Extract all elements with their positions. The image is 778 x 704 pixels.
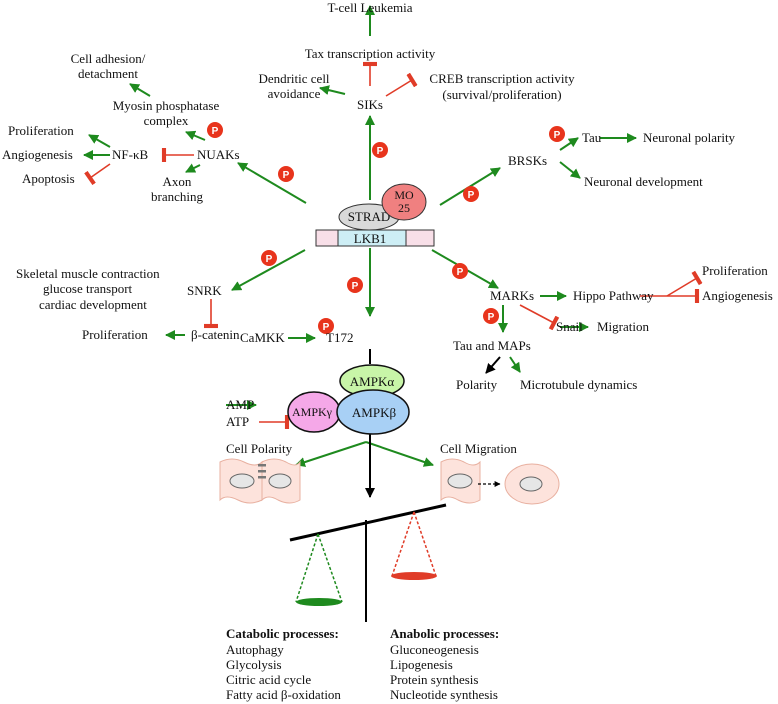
- phospho-marker: P: [278, 166, 294, 182]
- creb-activity-line2: (survival/proliferation): [442, 87, 561, 102]
- dendritic-cell: Dendritic cell: [258, 71, 329, 86]
- ampk-complex: AMPKα AMPKγ AMPKβ: [287, 364, 410, 435]
- lkb1-left-cap: [315, 229, 339, 247]
- tau-brsk: Tau: [582, 130, 602, 145]
- svg-text:P: P: [266, 254, 273, 265]
- nfkb-node: NF-κB: [112, 147, 148, 162]
- catabolic-item: Citric acid cycle: [226, 672, 311, 687]
- beta-catenin: β-catenin: [191, 327, 240, 342]
- catabolic-pan: [296, 598, 342, 606]
- atp-label: ATP: [226, 414, 249, 429]
- angiogenesis-hippo: Angiogenesis: [702, 288, 773, 303]
- ampk-beta-label: AMPKβ: [352, 405, 397, 420]
- anabolic-item: Gluconeogenesis: [390, 642, 479, 657]
- svg-text:P: P: [323, 322, 330, 333]
- dendritic-cell-line2: avoidance: [268, 86, 321, 101]
- t-cell-leukemia: T-cell Leukemia: [327, 0, 412, 15]
- phospho-marker: P: [549, 126, 565, 142]
- creb-activity: CREB transcription activity: [429, 71, 575, 86]
- microtubule-dynamics: Microtubule dynamics: [520, 377, 637, 392]
- nuaks-node: NUAKs: [197, 147, 240, 162]
- skeletal-muscle: Skeletal muscle contraction: [16, 266, 160, 281]
- anabolic-item: Protein synthesis: [390, 672, 478, 687]
- tau-and-maps: Tau and MAPs: [453, 338, 531, 353]
- ampk-gamma-label: AMPKγ: [292, 405, 333, 419]
- neuronal-development: Neuronal development: [584, 174, 703, 189]
- cell-polarity-label: Cell Polarity: [226, 441, 293, 456]
- mo25-label-line2: 25: [398, 201, 410, 215]
- svg-text:P: P: [488, 312, 495, 323]
- balance-scale: [289, 503, 447, 606]
- axon-branching-line2: branching: [151, 189, 203, 204]
- snail-node: Snail: [556, 319, 583, 334]
- t172-site: T172: [326, 330, 353, 345]
- catabolic-list: Catabolic processes: Autophagy Glycolysi…: [226, 626, 341, 702]
- phospho-marker: P: [463, 186, 479, 202]
- cell-migration-cells: [440, 458, 560, 505]
- apoptosis: Apoptosis: [22, 171, 75, 186]
- svg-text:P: P: [457, 267, 464, 278]
- cell-polarity-cells: [219, 458, 301, 504]
- proliferation-nfkb: Proliferation: [8, 123, 74, 138]
- marks-node: MARKs: [490, 288, 534, 303]
- anabolic-list: Anabolic processes: Gluconeogenesis Lipo…: [390, 626, 499, 702]
- cell-migration-label: Cell Migration: [440, 441, 517, 456]
- neuronal-polarity: Neuronal polarity: [643, 130, 736, 145]
- hippo-pathway: Hippo Pathway: [573, 288, 654, 303]
- angiogenesis-nfkb: Angiogenesis: [2, 147, 73, 162]
- phospho-markers: P P P P P P P P P P: [207, 122, 565, 334]
- svg-text:P: P: [352, 281, 359, 292]
- ampk-alpha-label: AMPKα: [350, 374, 395, 389]
- phospho-marker: P: [207, 122, 223, 138]
- svg-text:P: P: [377, 146, 384, 157]
- cell-adhesion-line2: detachment: [78, 66, 138, 81]
- phospho-marker: P: [347, 277, 363, 293]
- myosin-phosphatase: Myosin phosphatase: [113, 98, 220, 113]
- anabolic-title: Anabolic processes:: [390, 626, 499, 641]
- polarity: Polarity: [456, 377, 498, 392]
- svg-text:P: P: [283, 170, 290, 181]
- lkb1-right-cap: [405, 229, 435, 247]
- brsks-node: BRSKs: [508, 153, 547, 168]
- myosin-phosphatase-line2: complex: [144, 113, 189, 128]
- anabolic-item: Nucleotide synthesis: [390, 687, 498, 702]
- lkb1-label: LKB1: [354, 231, 387, 246]
- catabolic-item: Fatty acid β-oxidation: [226, 687, 341, 702]
- axon-branching: Axon: [163, 174, 192, 189]
- cardiac-development: cardiac development: [39, 297, 147, 312]
- phospho-marker: P: [372, 142, 388, 158]
- lkb1-complex: LKB1 STRAD MO 25: [315, 183, 435, 247]
- strad-label: STRAD: [348, 209, 391, 224]
- anabolic-item: Lipogenesis: [390, 657, 453, 672]
- phospho-marker: P: [452, 263, 468, 279]
- siks-node: SIKs: [357, 97, 383, 112]
- snrk-node: SNRK: [187, 283, 222, 298]
- tax-activity: Tax transcription activity: [305, 46, 436, 61]
- catabolic-item: Autophagy: [226, 642, 284, 657]
- catabolic-item: Glycolysis: [226, 657, 282, 672]
- migration: Migration: [597, 319, 649, 334]
- mo25-label: MO: [394, 188, 414, 202]
- svg-text:P: P: [212, 126, 219, 137]
- inhibition-arrows: [84, 61, 703, 430]
- phospho-marker: P: [261, 250, 277, 266]
- camkk-node: CaMKK: [240, 330, 285, 345]
- phospho-marker: P: [318, 318, 334, 334]
- proliferation-snrk: Proliferation: [82, 327, 148, 342]
- catabolic-title: Catabolic processes:: [226, 626, 339, 641]
- glucose-transport: glucose transport: [43, 281, 133, 296]
- node-labels: T-cell Leukemia Tax transcription activi…: [2, 0, 773, 456]
- svg-text:P: P: [468, 190, 475, 201]
- mo25-protein: [381, 183, 427, 221]
- cell-adhesion: Cell adhesion/: [71, 51, 146, 66]
- ampk-beta: [336, 389, 410, 435]
- anabolic-pan: [391, 572, 437, 580]
- proliferation-hippo: Proliferation: [702, 263, 768, 278]
- svg-text:P: P: [554, 130, 561, 141]
- phospho-marker: P: [483, 308, 499, 324]
- activation-arrows: [83, 5, 637, 467]
- black-arrows: [365, 349, 501, 622]
- amp-label: AMP: [226, 397, 254, 412]
